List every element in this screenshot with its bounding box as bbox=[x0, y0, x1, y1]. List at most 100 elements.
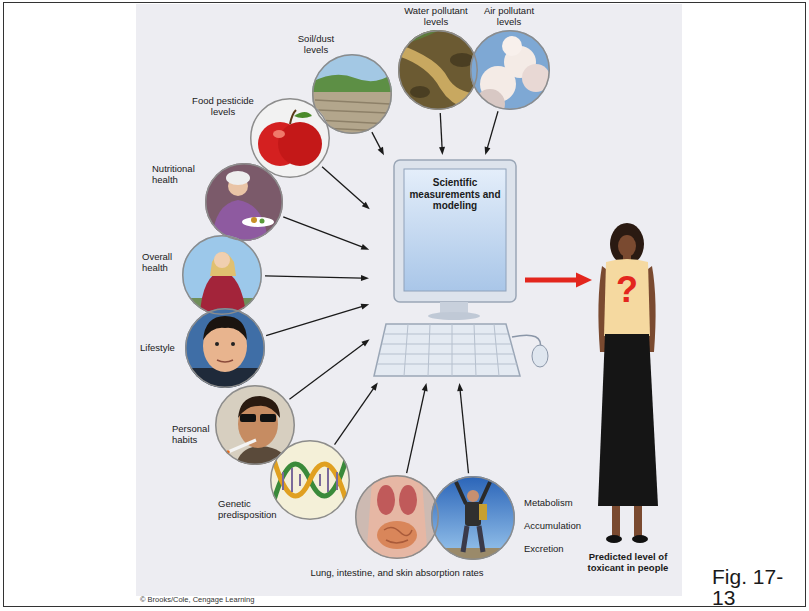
input-arrow bbox=[335, 382, 378, 444]
question-mark: ? bbox=[604, 272, 650, 308]
circle-outline bbox=[250, 98, 330, 178]
arrow-head bbox=[361, 244, 370, 250]
input-arrow bbox=[485, 111, 498, 155]
node-label: Lung, intestine, and skin absorption rat… bbox=[297, 568, 497, 579]
input-arrow bbox=[439, 113, 445, 155]
circle-border bbox=[183, 236, 262, 315]
circle-border bbox=[271, 441, 350, 520]
input-arrow bbox=[289, 339, 369, 399]
man-picture bbox=[185, 308, 265, 390]
computer-model: Scientific measurements and modeling bbox=[372, 158, 522, 380]
node-label: Genetic predisposition bbox=[218, 499, 286, 521]
circle-border bbox=[313, 55, 392, 134]
circle-outline bbox=[355, 475, 439, 559]
circle-border bbox=[251, 99, 330, 178]
factor-circle: Genetic predisposition bbox=[270, 440, 350, 520]
node-label: Lifestyle bbox=[140, 343, 182, 354]
arrow-head bbox=[439, 147, 445, 155]
arrow-shaft bbox=[460, 390, 468, 473]
circle-outline bbox=[470, 30, 550, 110]
circle-border bbox=[399, 31, 478, 110]
factor-circle: Soil/dust levels bbox=[312, 54, 392, 134]
arrow-head bbox=[422, 383, 428, 391]
dna-picture bbox=[270, 440, 350, 520]
factor-circle: Nutritional health bbox=[205, 163, 283, 241]
input-arrow bbox=[322, 167, 370, 210]
factor-circle: Food pesticide levels bbox=[250, 98, 330, 178]
background-panel bbox=[136, 4, 682, 596]
person-figure: Predicted level of toxicant in people bbox=[595, 222, 662, 546]
arrow-shaft bbox=[525, 278, 577, 283]
node-label: Food pesticide levels bbox=[186, 96, 260, 118]
input-arrow bbox=[283, 217, 369, 250]
circle-border bbox=[186, 309, 265, 388]
circle-outline bbox=[182, 235, 262, 315]
arrow-head bbox=[362, 202, 370, 210]
input-arrow bbox=[265, 275, 369, 281]
arrow-head bbox=[457, 383, 463, 391]
arrow-shaft bbox=[487, 111, 498, 148]
factor-circle: Lung, intestine, and skin absorption rat… bbox=[355, 475, 439, 559]
node-label: Accumulation bbox=[524, 521, 604, 532]
arrow-shaft bbox=[266, 306, 362, 335]
arrow-shaft bbox=[289, 344, 364, 400]
input-arrow bbox=[407, 383, 428, 473]
arrow-head bbox=[378, 147, 384, 155]
circle-outline bbox=[398, 30, 478, 110]
arrow-shaft bbox=[265, 276, 362, 278]
node-label: Air pollutant levels bbox=[476, 6, 542, 28]
result-arrow bbox=[525, 273, 592, 288]
circle-outline bbox=[205, 163, 283, 241]
arrow-shaft bbox=[322, 167, 364, 205]
organs-picture bbox=[355, 475, 439, 560]
woman-picture bbox=[598, 223, 658, 543]
water-picture bbox=[398, 30, 478, 112]
circle-outline bbox=[312, 54, 392, 134]
arrow-shaft bbox=[283, 217, 362, 247]
circle-border bbox=[471, 31, 550, 110]
node-label: Water pollutant levels bbox=[396, 6, 476, 28]
arrow-head bbox=[361, 275, 369, 281]
input-arrow bbox=[457, 383, 468, 473]
node-label: Soil/dust levels bbox=[288, 34, 344, 56]
arrow-shaft bbox=[407, 390, 425, 473]
climber-picture bbox=[431, 476, 515, 562]
arrow-shaft bbox=[440, 113, 442, 148]
circle-outline bbox=[185, 308, 265, 388]
soil-picture bbox=[312, 54, 392, 134]
node-label: Nutritional health bbox=[152, 164, 204, 186]
arrow-head bbox=[576, 273, 592, 288]
factor-circle: Overall health bbox=[182, 235, 262, 315]
computer-picture bbox=[374, 160, 548, 376]
circle-border bbox=[356, 476, 439, 559]
apple-picture bbox=[250, 98, 330, 178]
node-label: Predicted level of toxicant in people bbox=[572, 552, 684, 574]
arrow-head bbox=[485, 147, 491, 156]
input-arrow bbox=[266, 304, 369, 336]
air-picture bbox=[470, 30, 550, 119]
node-label: Overall health bbox=[142, 252, 180, 274]
figure-frame bbox=[4, 3, 806, 607]
node-label: Scientific measurements and modeling bbox=[409, 177, 501, 212]
circle-border bbox=[432, 477, 515, 560]
smoker-picture bbox=[215, 385, 295, 465]
copyright-note: © Brooks/Cole, Cengage Learning bbox=[140, 596, 340, 604]
circle-border bbox=[206, 164, 283, 241]
circle-outline bbox=[215, 385, 295, 465]
factor-circle: Lifestyle bbox=[185, 308, 265, 388]
arrow-head bbox=[361, 339, 369, 346]
factor-circle: MetabolismAccumulationExcretion bbox=[431, 476, 515, 560]
arrow-shaft bbox=[372, 132, 381, 149]
input-arrow bbox=[372, 132, 384, 155]
figure-number: Fig. 17-13 bbox=[712, 566, 802, 608]
factor-circle: Water pollutant levels bbox=[398, 30, 478, 110]
hiker-picture bbox=[182, 235, 262, 318]
arrow-head bbox=[361, 304, 370, 310]
arrow-shaft bbox=[335, 388, 374, 444]
circle-outline bbox=[431, 476, 515, 560]
circle-outline bbox=[270, 440, 350, 520]
factor-circle: Air pollutant levels bbox=[470, 30, 550, 110]
node-label: Metabolism bbox=[524, 498, 604, 509]
elder-picture bbox=[205, 163, 283, 241]
